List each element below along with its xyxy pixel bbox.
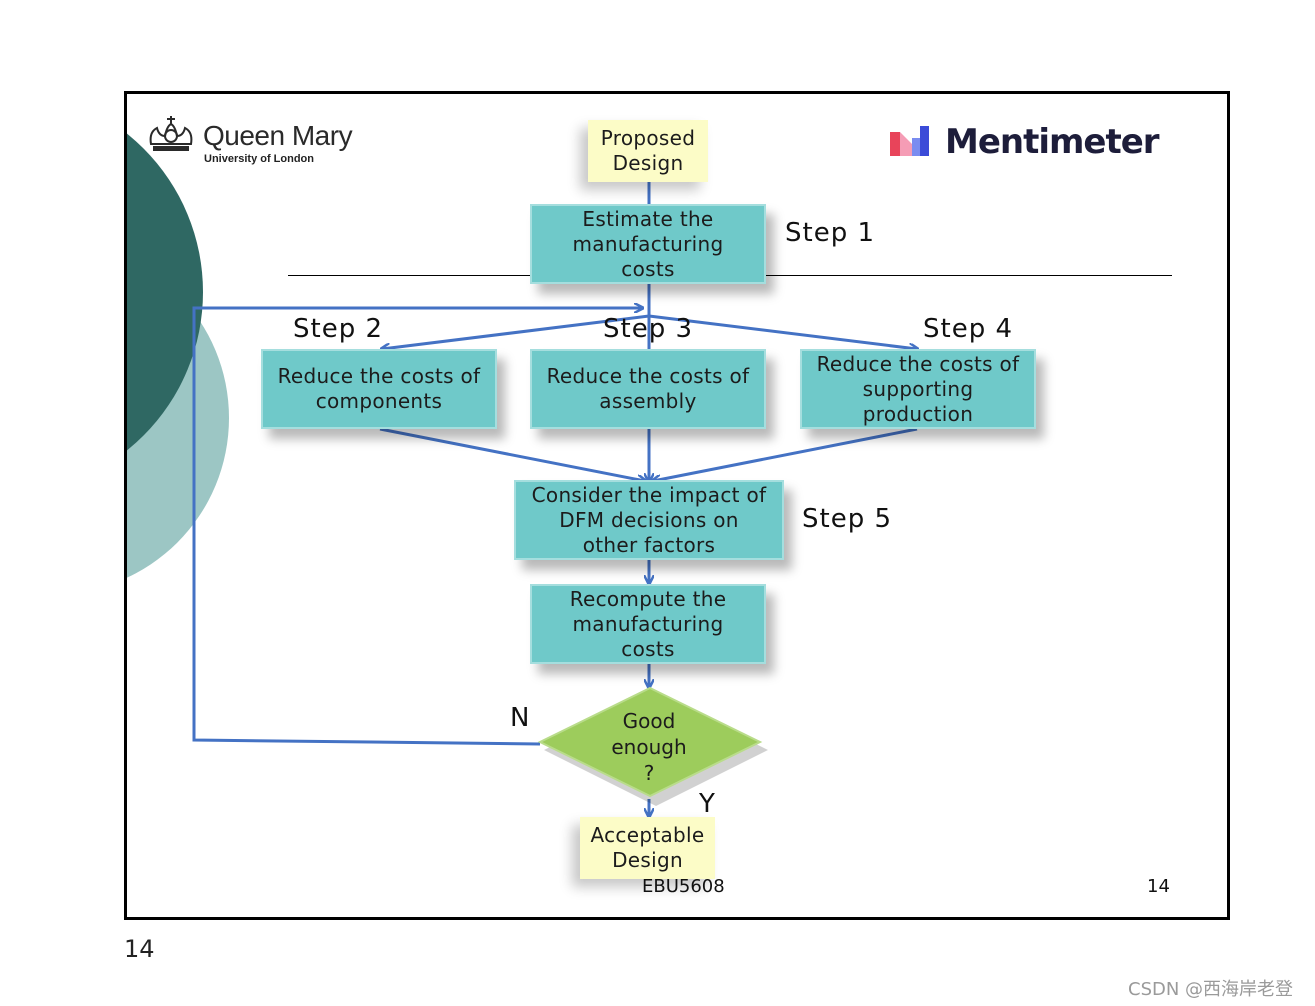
box-reduce-assembly: Reduce the costs of assembly: [530, 349, 766, 429]
university-subtitle: University of London: [204, 153, 314, 165]
step-5-label: Step 5: [802, 504, 893, 534]
no-label: N: [510, 703, 531, 733]
decision-diamond: [537, 686, 768, 806]
arrow-to-supporting: [648, 314, 917, 349]
slide: Queen Mary University of London Mentimet…: [124, 91, 1230, 920]
flow-connectors: [192, 180, 1227, 917]
step-3-label: Step 3: [603, 314, 694, 344]
arrow-no-loop-back: [192, 308, 642, 746]
arrow-supporting-to-consider: [653, 427, 918, 481]
arrow-components-to-consider: [379, 427, 645, 481]
end-acceptable-design: Acceptable Design: [580, 817, 715, 879]
box-consider-impact: Consider the impact of DFM decisions on …: [514, 480, 784, 560]
box-recompute-costs: Recompute the manufacturing costs: [530, 584, 766, 664]
yes-label: Y: [699, 789, 716, 819]
brand-name: Mentimeter: [945, 122, 1160, 162]
slide-number: 14: [1147, 876, 1170, 897]
course-code: EBU5608: [642, 876, 725, 897]
mentimeter-bars-icon: [890, 126, 929, 156]
step-1-label: Step 1: [785, 218, 876, 248]
box-reduce-supporting: Reduce the costs of supporting productio…: [800, 349, 1036, 429]
step-4-label: Step 4: [923, 314, 1014, 344]
start-proposed-design: Proposed Design: [588, 120, 708, 182]
box-reduce-components: Reduce the costs of components: [261, 349, 497, 429]
watermark: CSDN @西海岸老登: [1128, 979, 1294, 1000]
arrow-to-components: [382, 314, 650, 349]
crown-icon: [149, 116, 193, 151]
box-estimate-costs: Estimate the manufacturing costs: [530, 204, 766, 284]
university-name: Queen Mary: [203, 120, 353, 151]
page-number: 14: [124, 935, 155, 963]
step-2-label: Step 2: [293, 314, 384, 344]
decision-label: Good enough ?: [611, 709, 687, 785]
